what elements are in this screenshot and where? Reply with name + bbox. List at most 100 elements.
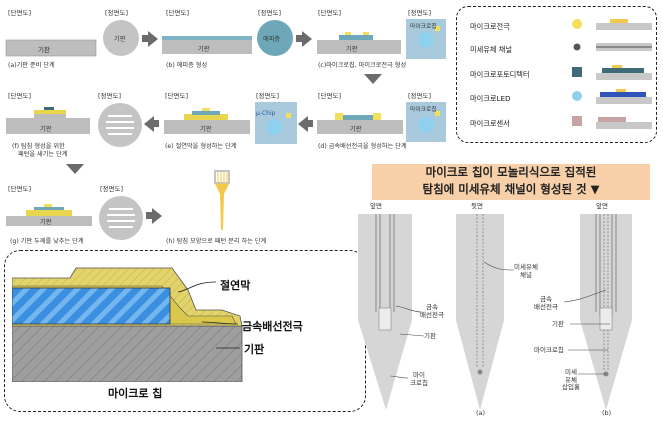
probe-label-inlet: 미세 유체 삽입홀: [562, 368, 580, 391]
step-d-substrate-label: 기판: [350, 126, 362, 133]
step-h-probe: [214, 170, 230, 230]
step-b-epi-wafer: [257, 20, 293, 56]
step-d-section: [317, 113, 403, 134]
step-e-substrate-label: 기판: [200, 126, 212, 133]
front-view-tag-g: [정면도]: [100, 185, 124, 193]
step-a-substrate: [5, 39, 97, 57]
microchip-front-label: 마이크로칩: [410, 24, 437, 30]
step-c-substrate-label: 기판: [346, 46, 358, 53]
step-f-substrate-label: 기판: [40, 126, 52, 133]
step-b-wafer-label: 기판: [114, 36, 126, 43]
step-g-caption: (g) 기판 두께를 낮추는 단계: [10, 238, 84, 245]
arrow-right-icon: [152, 208, 162, 224]
step-e-pchip-front: [255, 102, 297, 144]
arrow-stem-1: [142, 35, 148, 42]
front-view-tag-e: [정면도]: [256, 92, 280, 100]
step-c-caption: (c)마이크로칩, 마이크로전극 형성: [318, 62, 407, 69]
front-view-tag-d: [정면도]: [408, 9, 432, 17]
microchip-front-label-2: 마이크로칩: [410, 107, 437, 113]
legend-dot-microled: [572, 91, 582, 101]
probe-label-metal-wiring-right: 금속 배선전극: [534, 295, 558, 311]
front-view-tag-d2: [정면도]: [408, 92, 432, 100]
step-a-substrate-label: 기판: [38, 46, 50, 54]
zoom-label-substrate: 기판: [244, 343, 265, 356]
step-f-caption-2: 패턴을 새기는 단계: [18, 151, 68, 158]
step-g-section: [6, 204, 92, 226]
front-view-tag-b: [정면도]: [105, 9, 129, 17]
probe-front-label-2: 앞면: [596, 202, 608, 210]
step-h-caption: (h) 탐침 모양으로 패턴 분리 하는 단계: [166, 238, 267, 245]
legend-dot-microfluidic-channel: [573, 43, 581, 51]
summary-banner: 마이크로 칩이 모놀리식으로 집적된 탐침에 미세유체 채널이 형성된 것 ▼: [372, 164, 650, 200]
step-a-caption: (a)기판 준비 단계: [8, 62, 55, 69]
legend-panel: [456, 6, 657, 143]
zoom-cross-section: [12, 267, 243, 382]
legend-dot-photodetector: [572, 67, 582, 77]
legend-label-microled: 마이크로LED: [470, 94, 511, 103]
step-g-substrate-label: 기판: [40, 219, 52, 226]
legend-label-microelectrode: 마이크로전극: [470, 22, 510, 31]
zoom-label-insulating: 절연막: [220, 279, 251, 292]
probe-front-label-1: 앞면: [370, 202, 382, 210]
probe-label-microchip-left: 마이 크로칩: [410, 371, 428, 387]
arrow-left-icon: [298, 116, 308, 132]
legend-label-microfluidic-channel: 미세유체 채널: [470, 45, 512, 54]
pchip-label: μ-Chip: [256, 110, 276, 117]
arrow-left-icon: [144, 116, 154, 132]
cross-section-tag-e: [단면도]: [165, 92, 189, 100]
arrow-down-icon: [66, 164, 84, 174]
banner-line-2: 탐침에 미세유체 채널이 형성된 것 ▼: [422, 182, 600, 196]
step-e-section: [164, 108, 250, 134]
cross-section-tag-b: [단면도]: [166, 9, 190, 17]
probe-label-metal-wiring-left: 금속 배선전극: [420, 303, 444, 319]
arrow-down-icon: [364, 74, 382, 84]
step-c-chip-front: [406, 19, 446, 59]
step-b-epi-section: [162, 36, 252, 54]
probe-label-microfluidic-channel: 미세유체 채널: [514, 263, 538, 279]
legend-sample-microsensor: [596, 117, 652, 129]
legend-label-photodetector: 마이크로포토디텍터: [470, 70, 530, 79]
step-f-section: [6, 107, 90, 134]
banner-line-1: 마이크로 칩이 모놀리식으로 집적된: [425, 165, 597, 179]
legend-sample-microelectrode: [596, 19, 652, 30]
legend-sample-microfluidic-channel: [596, 43, 652, 51]
probe-back-label: 뒷면: [471, 202, 483, 210]
front-view-tag-c: [정면도]: [258, 9, 282, 17]
front-view-tag-f: [정면도]: [98, 92, 122, 100]
cross-section-tag-d: [단면도]: [318, 92, 342, 100]
zoom-label-metal-wiring: 금속배선전극: [242, 320, 303, 333]
step-c-section: [317, 32, 401, 54]
epi-label: 에피층: [263, 36, 281, 43]
step-e-caption: (e) 절연막을 형성하는 단계: [165, 143, 237, 150]
step-b-substrate-label: 기판: [198, 46, 210, 53]
probe-label-substrate-left: 기판: [424, 332, 436, 340]
zoom-label-microchip: 마이크로 칩: [108, 387, 163, 400]
zoom-leader-lines: [177, 281, 240, 349]
arrow-right-icon: [302, 31, 312, 47]
probe-label-microchip-right: 마이크로칩: [534, 346, 564, 354]
legend-dot-microsensor: [572, 116, 582, 126]
step-b-caption: (b) 에피층 형성: [166, 62, 208, 69]
arrow-stem-5: [146, 212, 152, 219]
cross-section-tag-f: [단면도]: [8, 92, 32, 100]
cross-section-tag-g: [단면도]: [8, 185, 32, 193]
cross-section-tag-a: [단면도]: [8, 9, 32, 17]
step-g-wafer-pattern: [99, 196, 143, 240]
legend-sample-photodetector: [596, 65, 652, 80]
probe-diagrams: [358, 214, 632, 410]
arrow-stem-3: [154, 120, 159, 127]
legend-label-microsensor: 마이크로센서: [470, 119, 510, 128]
arrow-right-icon: [148, 31, 158, 47]
arrow-stem-2: [296, 35, 302, 42]
step-d-caption: (d) 금속배선전극을 형성하는 단계: [318, 143, 407, 150]
arrow-stem-4: [308, 120, 313, 127]
step-d-chip-front: [406, 102, 446, 142]
probe-label-substrate-right: 기판: [552, 320, 564, 328]
cross-section-tag-c: [단면도]: [318, 9, 342, 17]
probe-caption-a: (a): [476, 409, 486, 417]
step-f-wafer-pattern: [98, 103, 142, 147]
step-f-caption-1: (f) 탐침 형성을 위한: [12, 143, 65, 150]
legend-sample-microled: [596, 89, 652, 104]
probe-caption-b: (b): [602, 409, 612, 417]
legend-dot-microelectrode: [572, 19, 582, 29]
